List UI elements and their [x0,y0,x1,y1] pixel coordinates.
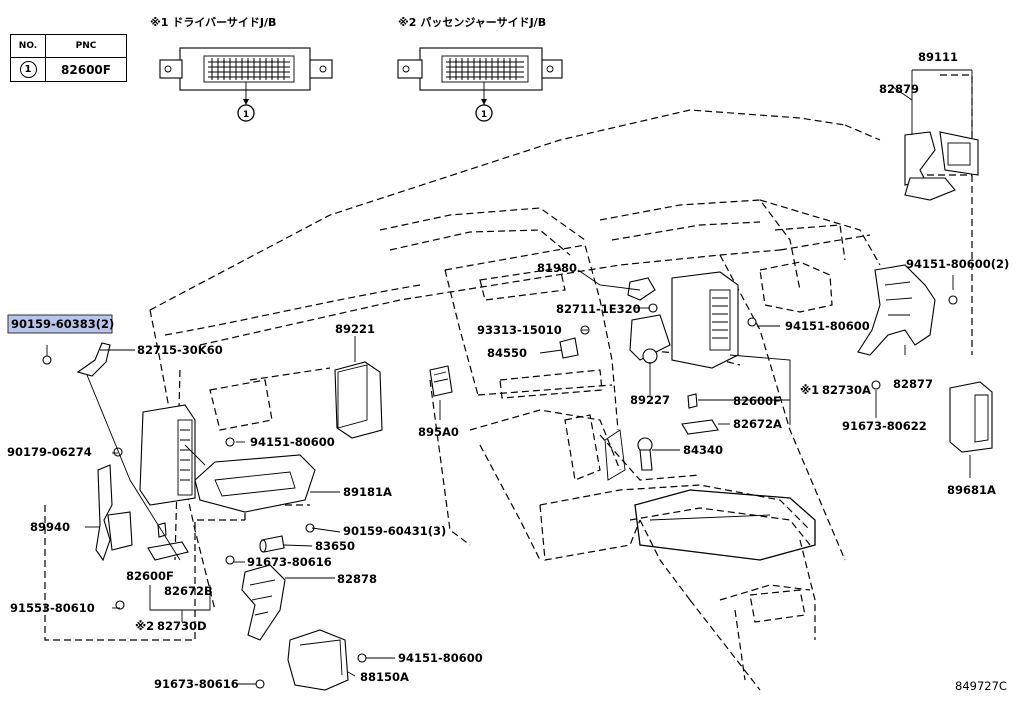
label-88150A[interactable]: 88150A [360,670,409,684]
label-91673-80616-b[interactable]: 91673-80616 [154,677,239,691]
left-jb-connector-parts [147,522,189,561]
label-84550[interactable]: 84550 [487,346,527,360]
inset-1-callout-circle [237,104,255,122]
label-90179-06274[interactable]: 90179-06274 [7,445,92,459]
part-89221-ecu [334,361,383,439]
diagram-id: 849727C [955,679,1007,693]
label-82879[interactable]: 82879 [879,82,919,96]
label-94151-80600-center[interactable]: 94151-80600 [250,435,335,449]
label-mark-2: ※2 [135,619,154,633]
center-upper-parts [559,277,671,364]
part-89940-sensor [95,464,133,610]
leader-lines [46,86,971,685]
label-mark-1: ※1 [800,383,819,397]
part-89681A-module [949,381,993,453]
label-93313-15010[interactable]: 93313-15010 [477,323,562,337]
label-90159-60431-3[interactable]: 90159-60431(3) [343,524,446,538]
legend-header-no: NO. [10,34,46,58]
label-89111[interactable]: 89111 [918,50,958,64]
label-89940[interactable]: 89940 [30,520,70,534]
pnc-legend-table: NO. PNC 1 82600F [10,34,127,82]
label-82600F-left[interactable]: 82600F [126,569,174,583]
label-82672B[interactable]: 82672B [164,584,213,598]
bracket-right-column [940,74,973,355]
label-91673-80622[interactable]: 91673-80622 [842,419,927,433]
right-jb-connector-parts [637,380,881,471]
label-82730A[interactable]: 82730A [822,383,871,397]
label-82711-1E320[interactable]: 82711-1E320 [556,302,641,316]
center-console [604,429,816,561]
part-82878-bracket [241,564,367,691]
label-82878[interactable]: 82878 [337,572,377,586]
label-89681A[interactable]: 89681A [947,483,996,497]
part-89227-module [671,271,757,369]
label-82600F-right[interactable]: 82600F [733,394,781,408]
label-94151-80600-right[interactable]: 94151-80600 [785,319,870,333]
label-90159-60383-2[interactable]: 90159-60383(2) [11,317,114,331]
label-82715-30K60[interactable]: 82715-30K60 [137,343,223,357]
label-895A0[interactable]: 895A0 [418,425,459,439]
bracket-left-box [44,505,245,641]
inset-1-callout: 1 [243,110,249,120]
part-left-junction-block [113,404,316,513]
inset-2-callout: 1 [481,110,487,120]
label-82672A[interactable]: 82672A [733,417,782,431]
label-82877[interactable]: 82877 [893,377,933,391]
label-84340[interactable]: 84340 [683,443,723,457]
part-82877-bracket [857,264,958,356]
legend-row-pnc[interactable]: 82600F [45,57,127,82]
part-82715-bracket [42,342,111,377]
part-83650-and-screws [225,523,315,565]
label-91673-80616-a[interactable]: 91673-80616 [247,555,332,569]
highlight-box-90159-60383 [7,314,113,334]
label-81980[interactable]: 81980 [537,261,577,275]
part-895A0-sensor [429,365,453,397]
label-91553-80610[interactable]: 91553-80610 [10,601,95,615]
legend-callout-circle: 1 [19,61,37,78]
legend-row-no: 1 [10,57,46,82]
label-94151-80600-2[interactable]: 94151-80600(2) [906,257,1009,271]
label-89221[interactable]: 89221 [335,322,375,336]
part-89111-assembly [904,69,979,201]
label-83650[interactable]: 83650 [315,539,355,553]
label-94151-80600-bottom[interactable]: 94151-80600 [398,651,483,665]
label-89227[interactable]: 89227 [630,393,670,407]
label-89181A[interactable]: 89181A [343,485,392,499]
label-82730D[interactable]: 82730D [157,619,207,633]
part-labels: 89111 82879 94151-80600(2) 94151-80600 8… [7,50,1009,693]
inset-2-callout-circle [475,104,493,122]
